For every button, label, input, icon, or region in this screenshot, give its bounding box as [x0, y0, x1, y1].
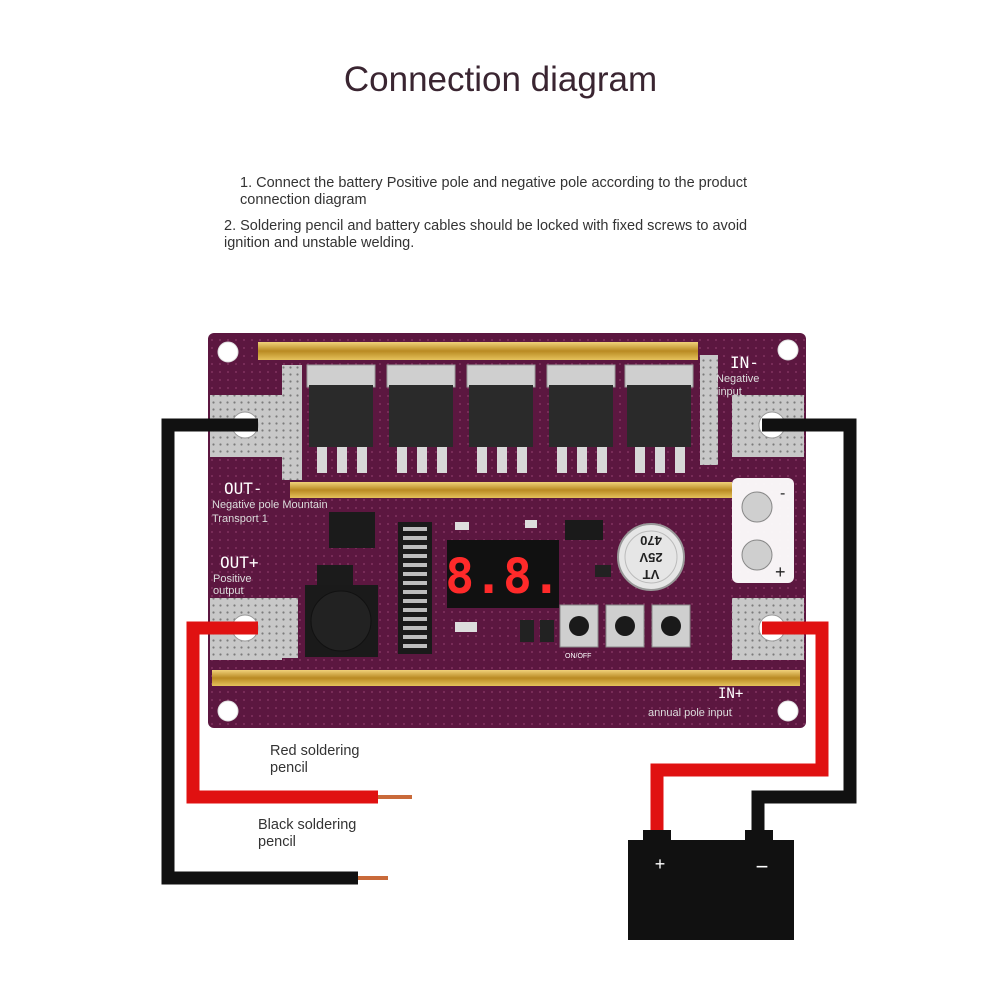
electrolytic-capacitor [617, 523, 685, 591]
black-pencil-cable [161, 418, 358, 885]
label-out-minus-desc-1: Negative pole Mountain [212, 499, 328, 511]
instruction-1-line-1: 1. Connect the battery Positive pole and… [240, 175, 748, 191]
cables [161, 418, 857, 885]
battery-negative-cable [751, 418, 857, 838]
black-pencil-label-2: pencil [258, 834, 296, 850]
diode [565, 520, 603, 540]
smd-transistor-1 [520, 620, 534, 642]
battery: + − [628, 830, 794, 940]
red-pencil-label-1: Red soldering [270, 743, 359, 759]
header-pin [403, 554, 427, 558]
buzzer [310, 590, 372, 652]
mosfet-3 [466, 364, 536, 473]
smd-resistor-2 [525, 520, 537, 528]
instruction-2-line-1: 2. Soldering pencil and battery cables s… [224, 218, 748, 234]
red-pencil-cable [186, 621, 378, 804]
power-pad-plus [741, 539, 773, 571]
mount-hole-bl [217, 700, 239, 722]
smd-resistor-3 [455, 622, 477, 632]
seven-segment-display [447, 540, 559, 608]
header-pin [403, 617, 427, 621]
mount-hole-br [777, 700, 799, 722]
smd-part [595, 565, 611, 577]
capacitor-label-vt: VT [643, 567, 660, 582]
capacitor-ring [624, 530, 678, 584]
busbar-middle [290, 482, 732, 498]
header-pin [403, 599, 427, 603]
label-in-minus-desc-2: input [718, 386, 742, 398]
instruction-1-line-2: connection diagram [240, 192, 367, 208]
mosfet-group [306, 364, 694, 473]
header-pin [403, 626, 427, 630]
pin-header-pins [403, 527, 427, 648]
mount-hole-tl [217, 341, 239, 363]
busbar-bottom [212, 670, 800, 686]
strip-pad-left [282, 365, 302, 480]
side-plus-label: + [775, 562, 786, 582]
battery-plus-sign: + [655, 854, 666, 874]
label-in-plus-desc: annual pole input [648, 707, 732, 719]
pin-header [398, 522, 432, 654]
page-title: Connection diagram [343, 60, 658, 99]
header-pin [403, 644, 427, 648]
black-pencil-label-1: Black soldering [258, 817, 356, 833]
label-out-plus-desc-2: output [213, 585, 244, 597]
label-out-plus: OUT+ [220, 553, 259, 572]
battery-minus-sign: − [756, 854, 769, 879]
ic-chip [329, 512, 375, 548]
label-in-minus-desc-1: Negative [716, 373, 759, 385]
instruction-2: 2. Soldering pencil and battery cables s… [224, 218, 747, 252]
display-digits: 8.8. [445, 549, 561, 605]
mosfet-5 [624, 364, 694, 473]
capacitor-label-uf: 470 [640, 533, 662, 548]
header-pin [403, 536, 427, 540]
strip-pad-lower [268, 598, 298, 658]
label-out-minus-desc-2: Transport 1 [212, 513, 268, 525]
battery-body [628, 840, 794, 940]
header-pin [403, 527, 427, 531]
instruction-1: 1. Connect the battery Positive pole and… [240, 175, 747, 209]
button-plus[interactable] [651, 604, 691, 648]
small-ic [317, 565, 353, 587]
header-pin [403, 581, 427, 585]
red-pencil-label-2: pencil [270, 760, 308, 776]
label-out-plus-desc-1: Positive [213, 573, 252, 585]
mosfet-4 [546, 364, 616, 473]
onoff-label: ON/OFF [565, 653, 591, 660]
button-onoff[interactable] [559, 604, 599, 648]
capacitor-label-voltage: 25V [639, 550, 662, 565]
strip-pad-right [700, 355, 718, 465]
side-minus-label: - [780, 485, 785, 502]
battery-positive-cable [650, 621, 829, 838]
pcb-board: - + 8.8. VT 25V 470 [208, 333, 806, 728]
label-out-minus: OUT- [224, 479, 263, 498]
button-minus[interactable] [605, 604, 645, 648]
smd-resistor-1 [455, 522, 469, 530]
header-pin [403, 572, 427, 576]
header-pin [403, 545, 427, 549]
label-in-plus: IN+ [718, 686, 743, 702]
busbar-top [258, 342, 698, 360]
header-pin [403, 590, 427, 594]
header-pin [403, 563, 427, 567]
header-pin [403, 608, 427, 612]
header-pin [403, 635, 427, 639]
smd-transistor-2 [540, 620, 554, 642]
mosfet-1 [306, 364, 376, 473]
power-pad-minus [741, 491, 773, 523]
instruction-2-line-2: ignition and unstable welding. [224, 235, 415, 251]
mount-hole-tr [777, 339, 799, 361]
label-in-minus: IN- [730, 353, 759, 372]
mosfet-2 [386, 364, 456, 473]
